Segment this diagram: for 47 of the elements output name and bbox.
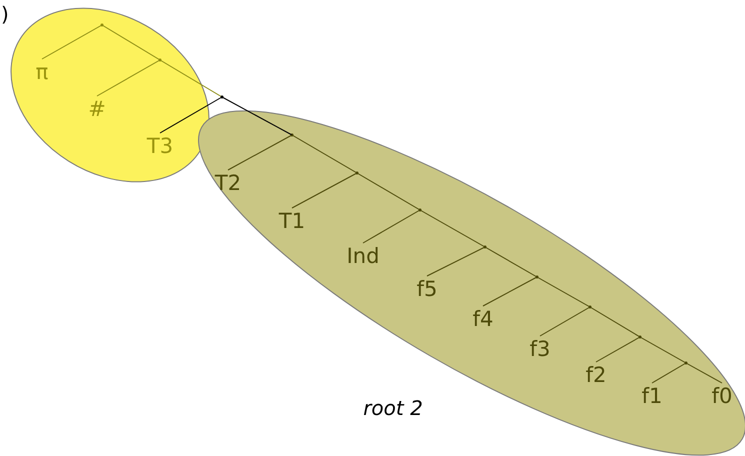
tree-branch	[356, 172, 420, 210]
tree-branch	[42, 24, 102, 60]
tree-branch	[292, 172, 358, 208]
leaf-label: f5	[416, 276, 438, 300]
leaf-label: T1	[278, 208, 306, 232]
branch-point	[356, 172, 358, 174]
branch-point	[290, 134, 294, 136]
tree-branch	[228, 134, 292, 170]
tree-branch	[686, 362, 722, 384]
branch-point	[220, 96, 224, 98]
leaf-label: f3	[530, 336, 550, 360]
tree-branch	[292, 134, 358, 174]
branch-point	[418, 208, 422, 212]
leaf-label: Ind	[346, 243, 380, 267]
leaf-label: π	[36, 59, 48, 83]
leaf-label: f0	[712, 383, 732, 407]
leaf-label: #	[88, 96, 106, 120]
leaf-label: f2	[586, 362, 606, 386]
leaf-label: T3	[146, 133, 174, 157]
tree-branch	[652, 362, 686, 384]
tree-branch	[362, 210, 420, 244]
tree-branch	[160, 60, 222, 98]
group-caption: root 2	[363, 398, 423, 418]
branch-point	[638, 336, 642, 338]
tree-branch	[222, 96, 292, 136]
tree-branch	[102, 24, 160, 60]
tree-branch	[160, 96, 222, 134]
branch-point	[484, 246, 486, 248]
branch-point	[158, 58, 162, 62]
tree-branch	[96, 60, 160, 96]
tree-branch	[484, 246, 538, 278]
leaf-label: T2	[214, 170, 242, 194]
tree-branch	[482, 276, 538, 306]
branch-point	[536, 276, 538, 278]
tree-branch	[590, 306, 640, 338]
branch-point	[100, 24, 104, 26]
branch-point	[684, 362, 688, 364]
tree-branch	[536, 276, 590, 308]
tree-branch	[640, 336, 686, 364]
tree-branch	[420, 210, 486, 248]
leaf-label: f1	[642, 383, 662, 407]
leaf-label: f4	[472, 306, 494, 330]
tree-branch	[426, 246, 486, 276]
branch-point	[588, 306, 592, 308]
panel-label-fragment: )	[1, 2, 9, 26]
tree-branch	[596, 336, 640, 362]
tree-branch	[540, 306, 590, 336]
